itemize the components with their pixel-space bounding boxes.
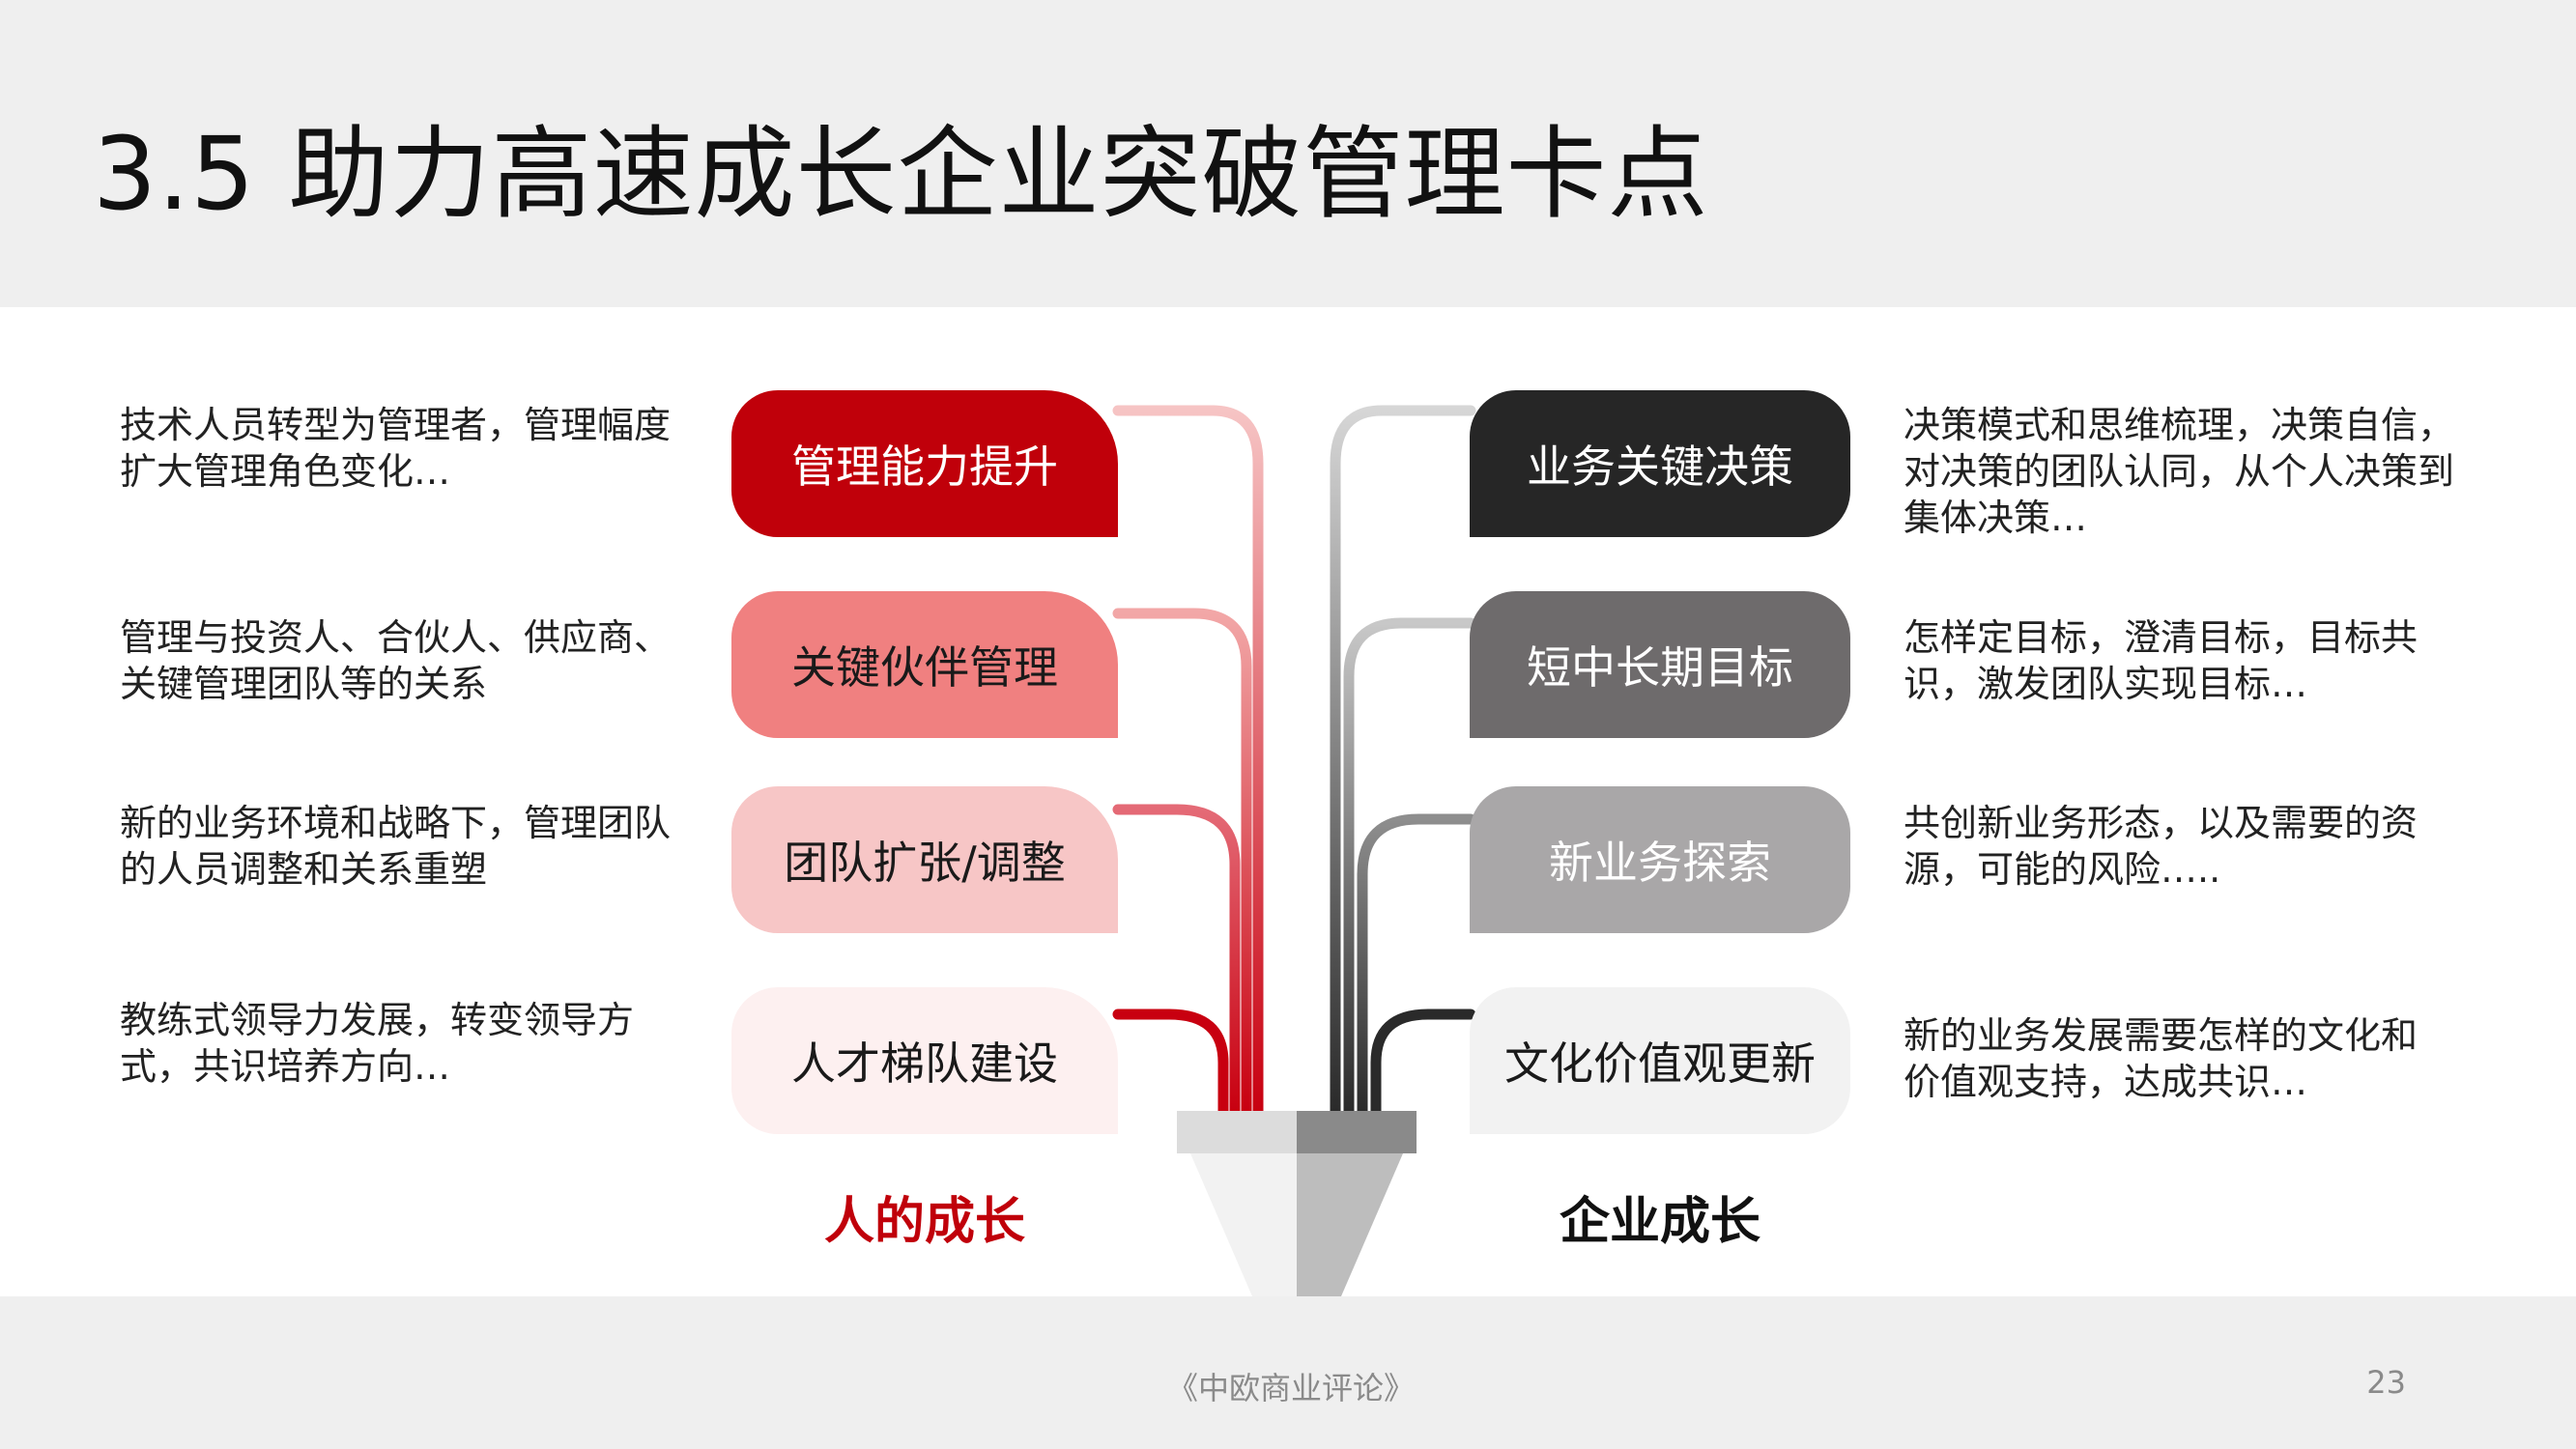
pill-label: 关键伙伴管理 xyxy=(791,641,1058,694)
pill-label: 新业务探索 xyxy=(1549,837,1771,889)
footer-band xyxy=(0,1296,2576,1449)
pot-rim-left xyxy=(1177,1111,1297,1153)
pill-team-expansion: 团队扩张/调整 xyxy=(731,786,1118,933)
page-number: 23 xyxy=(2366,1364,2406,1401)
growth-tree-diagram xyxy=(1112,405,1476,1296)
pill-label: 业务关键决策 xyxy=(1527,440,1793,493)
description-management-ability: 技术人员转型为管理者，管理幅度扩大管理角色变化… xyxy=(120,404,672,493)
left-branch-1 xyxy=(1112,405,1264,1117)
pill-key-partner-management: 关键伙伴管理 xyxy=(731,591,1118,738)
right-branches xyxy=(1330,405,1476,1117)
pill-label: 短中长期目标 xyxy=(1527,641,1793,694)
left-branches xyxy=(1112,405,1264,1117)
pot-body-right xyxy=(1297,1153,1403,1296)
left-branch-4 xyxy=(1112,1009,1229,1117)
right-branch-3 xyxy=(1357,813,1476,1117)
pill-label: 人才梯队建设 xyxy=(791,1037,1058,1090)
page-title: 3.5 助力高速成长企业突破管理卡点 xyxy=(93,115,1709,233)
left-branch-3 xyxy=(1112,804,1241,1117)
pill-talent-pipeline: 人才梯队建设 xyxy=(731,987,1118,1134)
right-branch-4 xyxy=(1370,1009,1476,1117)
description-talent-pipeline: 教练式领导力发展，转变领导方式，共识培养方向… xyxy=(120,999,635,1088)
pill-label: 团队扩张/调整 xyxy=(784,837,1066,889)
pill-management-ability: 管理能力提升 xyxy=(731,390,1118,537)
description-goals: 怎样定目标，澄清目标，目标共识，激发团队实现目标… xyxy=(1903,616,2419,705)
pot-body-left xyxy=(1190,1153,1297,1296)
right-branch-2 xyxy=(1343,617,1476,1117)
header-band xyxy=(0,0,2576,307)
pill-label: 管理能力提升 xyxy=(791,440,1058,493)
right-branch-1 xyxy=(1330,405,1476,1117)
flower-pot xyxy=(1177,1111,1417,1296)
category-label-personal-growth: 人的成长 xyxy=(823,1193,1025,1251)
pill-key-business-decision: 业务关键决策 xyxy=(1470,390,1850,537)
description-culture-values: 新的业务发展需要怎样的文化和价值观支持，达成共识… xyxy=(1903,1014,2419,1103)
left-branch-2 xyxy=(1112,608,1252,1117)
description-key-business-decision: 决策模式和思维梳理，决策自信，对决策的团队认同，从个人决策到集体决策… xyxy=(1903,404,2455,539)
pot-rim-right xyxy=(1297,1111,1417,1153)
category-label-enterprise-growth: 企业成长 xyxy=(1559,1193,1760,1251)
footer-source: 《中欧商业评论》 xyxy=(1167,1370,1416,1406)
pill-goals: 短中长期目标 xyxy=(1470,591,1850,738)
description-key-partner-management: 管理与投资人、合伙人、供应商、关键管理团队等的关系 xyxy=(120,616,672,705)
pill-new-business: 新业务探索 xyxy=(1470,786,1850,933)
description-team-expansion: 新的业务环境和战略下，管理团队的人员调整和关系重塑 xyxy=(120,802,672,891)
pill-culture-values: 文化价值观更新 xyxy=(1470,987,1850,1134)
pill-label: 文化价值观更新 xyxy=(1504,1037,1816,1090)
description-new-business: 共创新业务形态，以及需要的资源，可能的风险….. xyxy=(1903,802,2419,891)
